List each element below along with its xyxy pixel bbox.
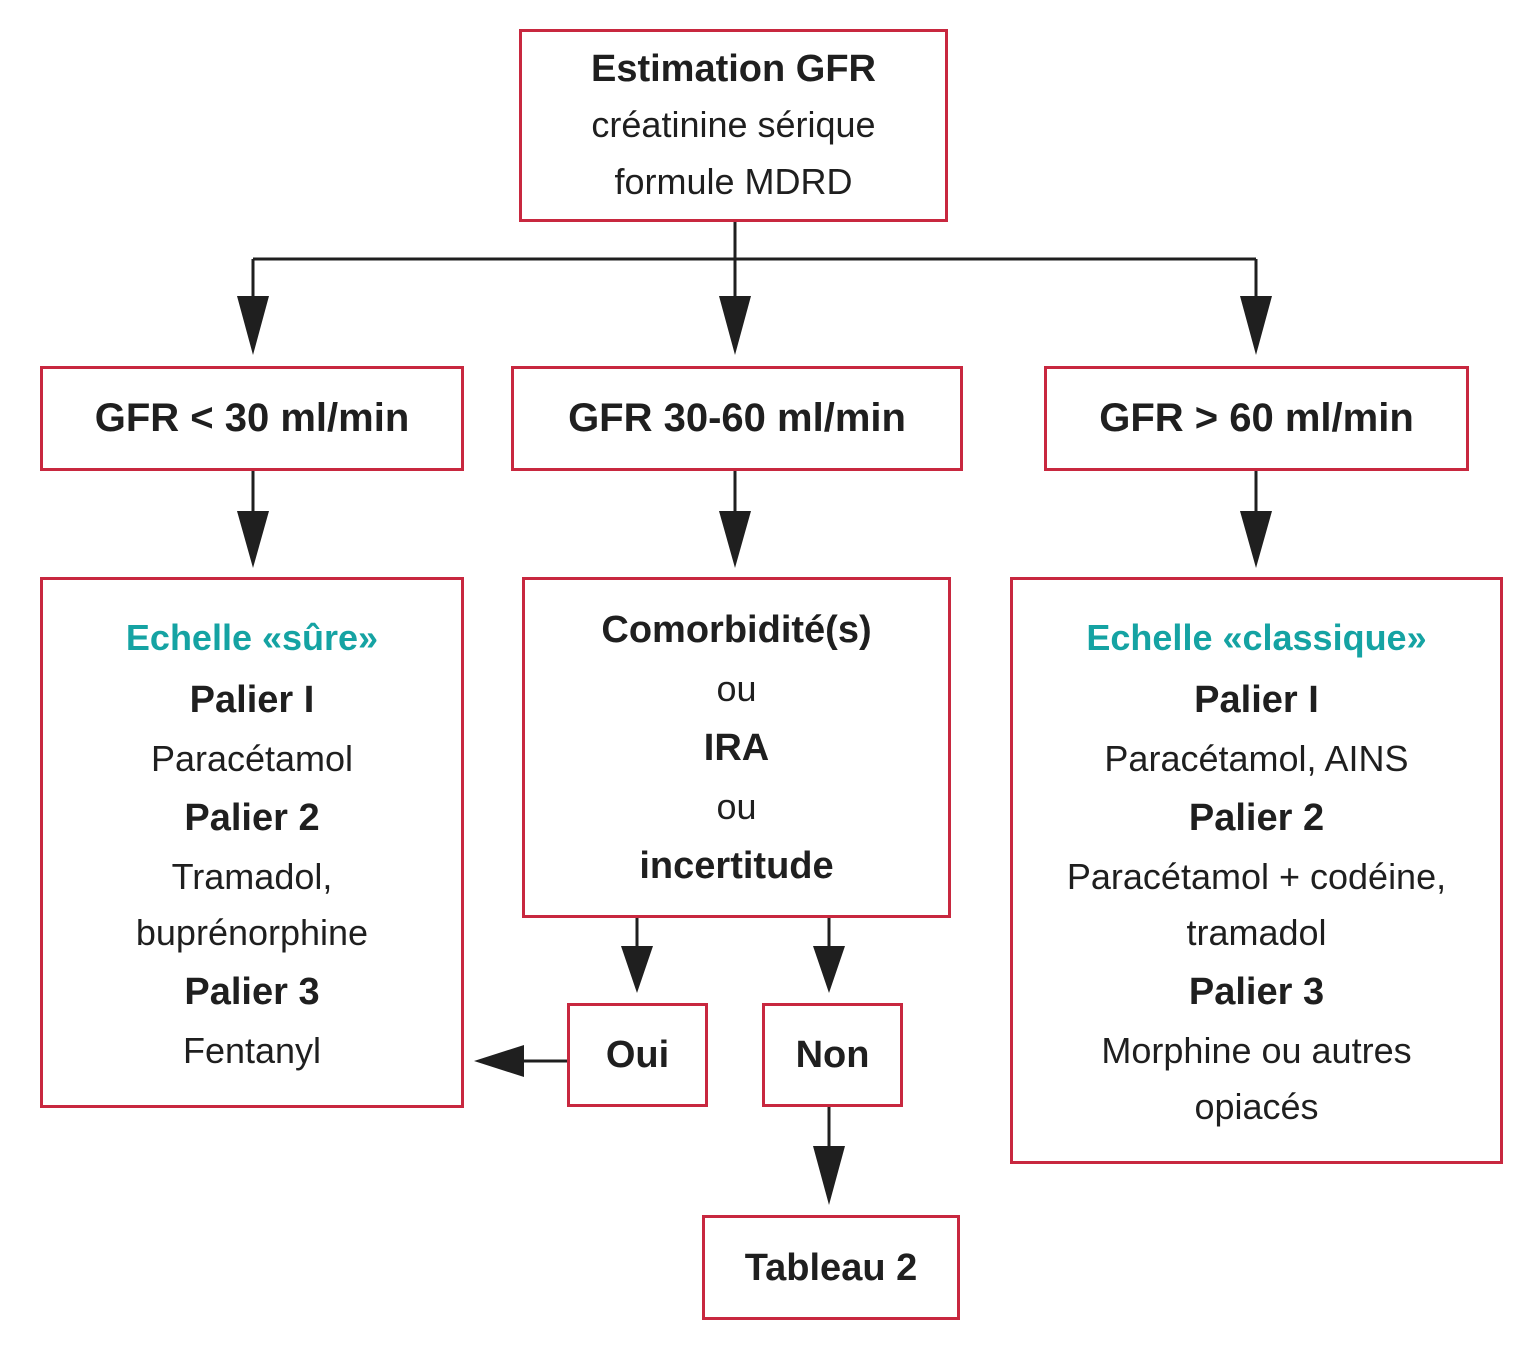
- arrowhead-classic: [1240, 511, 1272, 568]
- safe-step2-drugs-line1: Tramadol,: [171, 855, 333, 897]
- branch-box-gfr-mid: GFR 30-60 ml/min: [511, 366, 963, 471]
- arrowhead-no: [813, 946, 845, 993]
- arrowhead-safe: [237, 511, 269, 568]
- classic-step3-label: Palier 3: [1188, 970, 1325, 1013]
- classic-scale-box: Echelle «classique» Palier I Paracétamol…: [1010, 577, 1503, 1164]
- arrowhead-low: [237, 296, 269, 355]
- classic-step1-label: Palier I: [1194, 678, 1319, 721]
- safe-step2-label: Palier 2: [184, 796, 320, 839]
- table-reference-box: Tableau 2: [702, 1215, 960, 1320]
- safe-step1-label: Palier I: [189, 678, 315, 721]
- table-reference-label: Tableau 2: [744, 1246, 918, 1289]
- branch-label-mid: GFR 30-60 ml/min: [568, 396, 906, 440]
- arrowhead-table: [813, 1146, 845, 1205]
- condition-uncertainty: incertitude: [639, 844, 834, 887]
- classic-step2-drugs-line1: Paracétamol + codéine,: [1066, 855, 1447, 897]
- root-box-gfr-estimation: Estimation GFR créatinine sérique formul…: [519, 29, 948, 222]
- condition-or-1: ou: [716, 667, 757, 709]
- no-label: Non: [795, 1034, 870, 1076]
- condition-or-2: ou: [716, 785, 757, 827]
- arrowhead-yes-to-safe: [474, 1045, 524, 1077]
- classic-step3-drugs-line2: opiacés: [1194, 1085, 1319, 1127]
- branch-box-gfr-high: GFR > 60 ml/min: [1044, 366, 1469, 471]
- branch-label-high: GFR > 60 ml/min: [1099, 396, 1414, 440]
- condition-comorbidity: Comorbidité(s): [601, 608, 872, 651]
- safe-step1-drugs: Paracétamol: [150, 737, 354, 779]
- safe-step2-drugs-line2: buprénorphine: [135, 911, 369, 953]
- classic-step2-drugs-line2: tramadol: [1186, 911, 1327, 953]
- classic-scale-title: Echelle «classique»: [1086, 616, 1427, 658]
- arrowhead-conditions: [719, 511, 751, 568]
- yes-box: Oui: [567, 1003, 708, 1107]
- branch-label-low: GFR < 30 ml/min: [94, 396, 410, 440]
- safe-step3-label: Palier 3: [184, 970, 320, 1013]
- safe-scale-title: Echelle «sûre»: [125, 616, 379, 658]
- arrowhead-mid: [719, 296, 751, 355]
- classic-step2-label: Palier 2: [1188, 796, 1325, 839]
- classic-step3-drugs-line1: Morphine ou autres: [1101, 1029, 1412, 1071]
- root-title: Estimation GFR: [590, 47, 877, 90]
- conditions-box: Comorbidité(s) ou IRA ou incertitude: [522, 577, 951, 918]
- classic-step1-drugs: Paracétamol, AINS: [1104, 737, 1409, 779]
- root-line-creatinine: créatinine sérique: [591, 103, 876, 145]
- safe-step3-drugs: Fentanyl: [182, 1029, 322, 1071]
- no-box: Non: [762, 1003, 903, 1107]
- yes-label: Oui: [605, 1034, 670, 1076]
- root-line-formula: formule MDRD: [614, 160, 853, 202]
- condition-ira: IRA: [703, 726, 770, 769]
- arrowhead-yes: [621, 946, 653, 993]
- branch-box-gfr-low: GFR < 30 ml/min: [40, 366, 464, 471]
- arrowhead-high: [1240, 296, 1272, 355]
- safe-scale-box: Echelle «sûre» Palier I Paracétamol Pali…: [40, 577, 464, 1108]
